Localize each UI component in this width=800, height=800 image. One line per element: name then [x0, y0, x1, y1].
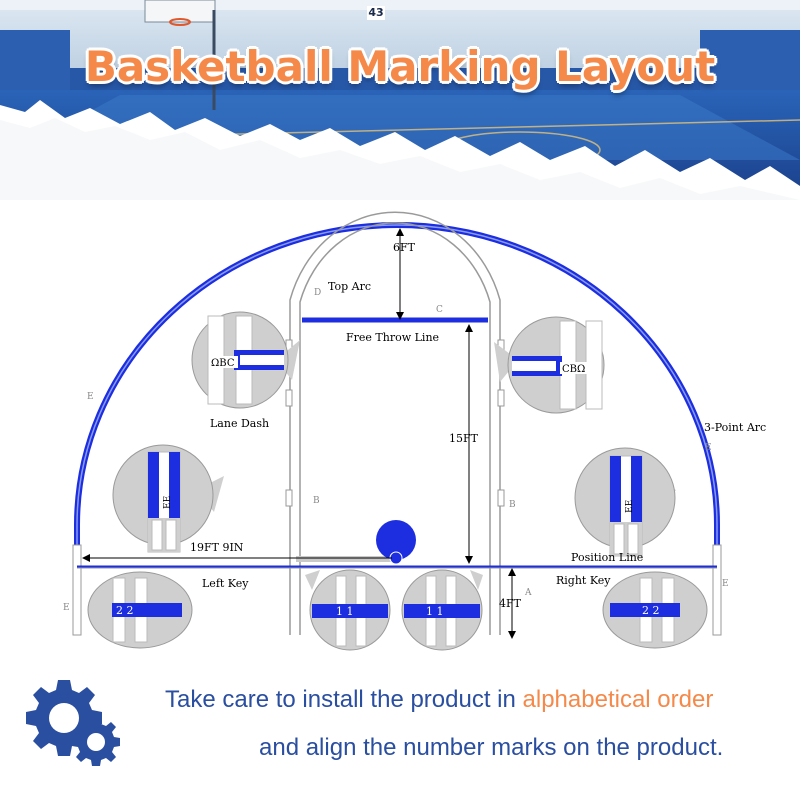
scoreboard-number: 43	[367, 6, 385, 20]
dim-label-top-arc: 6FT	[393, 241, 416, 254]
page-title: Basketball Marking Layout	[84, 42, 716, 91]
label-lane-dash: Lane Dash	[210, 417, 269, 430]
position-right-marks: EE	[625, 500, 635, 513]
position-left-marks: EE	[163, 496, 173, 509]
lane-dash-right-marks: CBΩ	[562, 364, 585, 375]
label-free-throw-line: Free Throw Line	[346, 331, 439, 344]
lane-dash-left-marks: ΩBC	[211, 358, 235, 369]
gear-icon	[26, 680, 120, 766]
footer-instruction-line2: and align the number marks on the produc…	[259, 734, 724, 761]
callout-position-right: EE	[574, 447, 676, 557]
piece-letter-b-left: B	[313, 496, 320, 506]
inner-key-right-marks: 1 1	[426, 605, 444, 618]
dim-label-lane: 15FT	[449, 432, 479, 445]
piece-letter-b-right: B	[509, 500, 516, 510]
right-key-marks: 2 2	[642, 604, 660, 617]
left-side-piece	[72, 544, 82, 636]
callout-inner-key-left: 1 1	[305, 569, 391, 651]
label-top-arc: Top Arc	[328, 280, 371, 293]
gym-banner: 43 Basketball Marking Layout	[0, 0, 800, 200]
piece-letter-a: A	[524, 588, 532, 598]
hoop	[376, 520, 416, 560]
label-left-key: Left Key	[202, 577, 249, 590]
lane-outline-inner	[299, 222, 491, 635]
dim-label-arc-radius: 19FT 9IN	[190, 541, 244, 554]
left-key-marks: 2 2	[116, 604, 134, 617]
label-position-line: Position Line	[571, 551, 643, 564]
piece-letter-e-upper-right: E	[705, 443, 712, 453]
dim-label-baseline: 4FT	[499, 597, 522, 610]
footer-instruction-line1: Take care to install the product in alph…	[165, 686, 713, 714]
callout-lane-dash-right: CBΩ	[494, 316, 605, 414]
piece-letter-e-lower-right: E	[722, 579, 729, 589]
label-right-key: Right Key	[556, 574, 611, 587]
piece-letter-e-upper-left: E	[87, 392, 94, 402]
piece-letter-e-lower-left: E	[63, 603, 70, 613]
backboard-base	[296, 556, 396, 562]
callout-left-key: 2 2	[87, 571, 193, 649]
callout-lane-dash-left: ΩBC	[191, 311, 300, 409]
callout-inner-key-right: 1 1	[401, 569, 483, 651]
piece-letter-d: D	[314, 288, 321, 298]
right-side-piece	[712, 544, 722, 636]
lane-outline-outer	[289, 211, 501, 635]
inner-key-left-marks: 1 1	[336, 605, 354, 618]
footer-line1-prefix: Take care to install the product in	[165, 686, 523, 713]
court-diagram: ΩBC CBΩ EE	[63, 211, 766, 651]
callout-right-key: 2 2	[602, 571, 708, 649]
piece-letter-c: C	[436, 305, 443, 315]
label-three-point-arc: 3-Point Arc	[704, 421, 766, 434]
footer-highlight: alphabetical order	[522, 686, 714, 713]
three-point-arc-highlight	[76, 224, 718, 545]
gym-photo	[0, 0, 800, 200]
callout-position-left: EE	[112, 444, 224, 553]
